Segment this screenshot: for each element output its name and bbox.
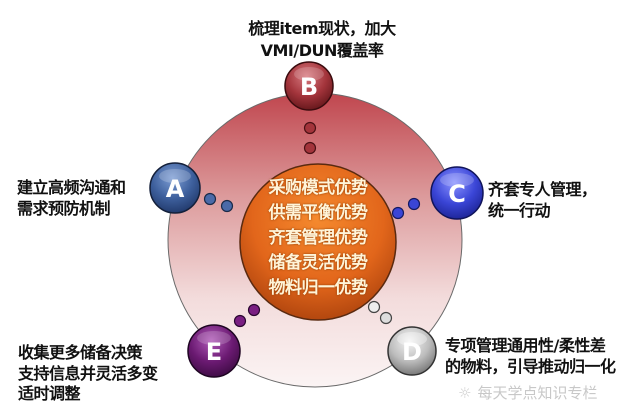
node-b-letter: B <box>300 73 318 101</box>
node-d-label-line-1: 专项管理通用性/柔性差 <box>445 336 606 355</box>
watermark: ☼ 每天学点知识专栏 <box>458 382 597 403</box>
node-e-label-line-3: 适时调整 <box>18 384 81 403</box>
node-c-label-line-2: 统一行动 <box>488 201 551 220</box>
node-a-letter: A <box>166 175 185 203</box>
node-e-label-line-1: 收集更多储备决策 <box>18 343 143 362</box>
node-b: B <box>284 61 334 111</box>
core-advantage-4: 储备灵活优势 <box>268 253 369 273</box>
node-a-label-line-2: 需求预防机制 <box>17 199 111 218</box>
wechat-icon: ☼ <box>458 383 472 402</box>
watermark-text: 每天学点知识专栏 <box>477 384 598 402</box>
node-e: E <box>187 324 241 378</box>
node-e-label: 收集更多储备决策 支持信息并灵活多变 适时调整 <box>18 343 158 405</box>
core-advantage-1: 采购模式优势 <box>268 178 369 198</box>
core-advantage-2: 供需平衡优势 <box>268 203 369 223</box>
node-a: A <box>149 162 201 214</box>
node-c: C <box>430 166 484 220</box>
node-a-label: 建立高频沟通和 需求预防机制 <box>17 177 126 219</box>
core-advantage-5: 物料归一优势 <box>268 278 369 298</box>
node-c-letter: C <box>448 180 466 208</box>
node-b-label-line-2: VMI/DUN覆盖率 <box>260 41 384 60</box>
node-c-label-line-1: 齐套专人管理， <box>488 180 597 199</box>
connector-dots-b <box>303 121 317 155</box>
node-e-letter: E <box>206 338 222 366</box>
core-advantage-3: 齐套管理优势 <box>268 228 369 248</box>
connector-dots-e <box>233 303 261 328</box>
node-a-label-line-1: 建立高频沟通和 <box>17 178 126 197</box>
node-e-label-line-2: 支持信息并灵活多变 <box>18 363 158 383</box>
node-c-label: 齐套专人管理， 统一行动 <box>488 179 597 221</box>
node-b-label-line-1: 梳理item现状，加大 <box>248 19 396 38</box>
node-d-label-line-2: 的物料，引导推动归一化 <box>445 357 616 376</box>
connector-dots-a <box>203 192 234 213</box>
node-d: D <box>387 326 437 376</box>
node-d-letter: D <box>402 338 422 366</box>
core-circle <box>239 163 397 321</box>
node-d-label: 专项管理通用性/柔性差 的物料，引导推动归一化 <box>445 335 616 377</box>
connector-dots-c <box>391 197 421 220</box>
node-b-label: 梳理item现状，加大 VMI/DUN覆盖率 <box>222 18 422 62</box>
connector-dots-d <box>367 300 393 325</box>
core-advantages-list: 采购模式优势 供需平衡优势 齐套管理优势 储备灵活优势 物料归一优势 <box>240 176 396 301</box>
